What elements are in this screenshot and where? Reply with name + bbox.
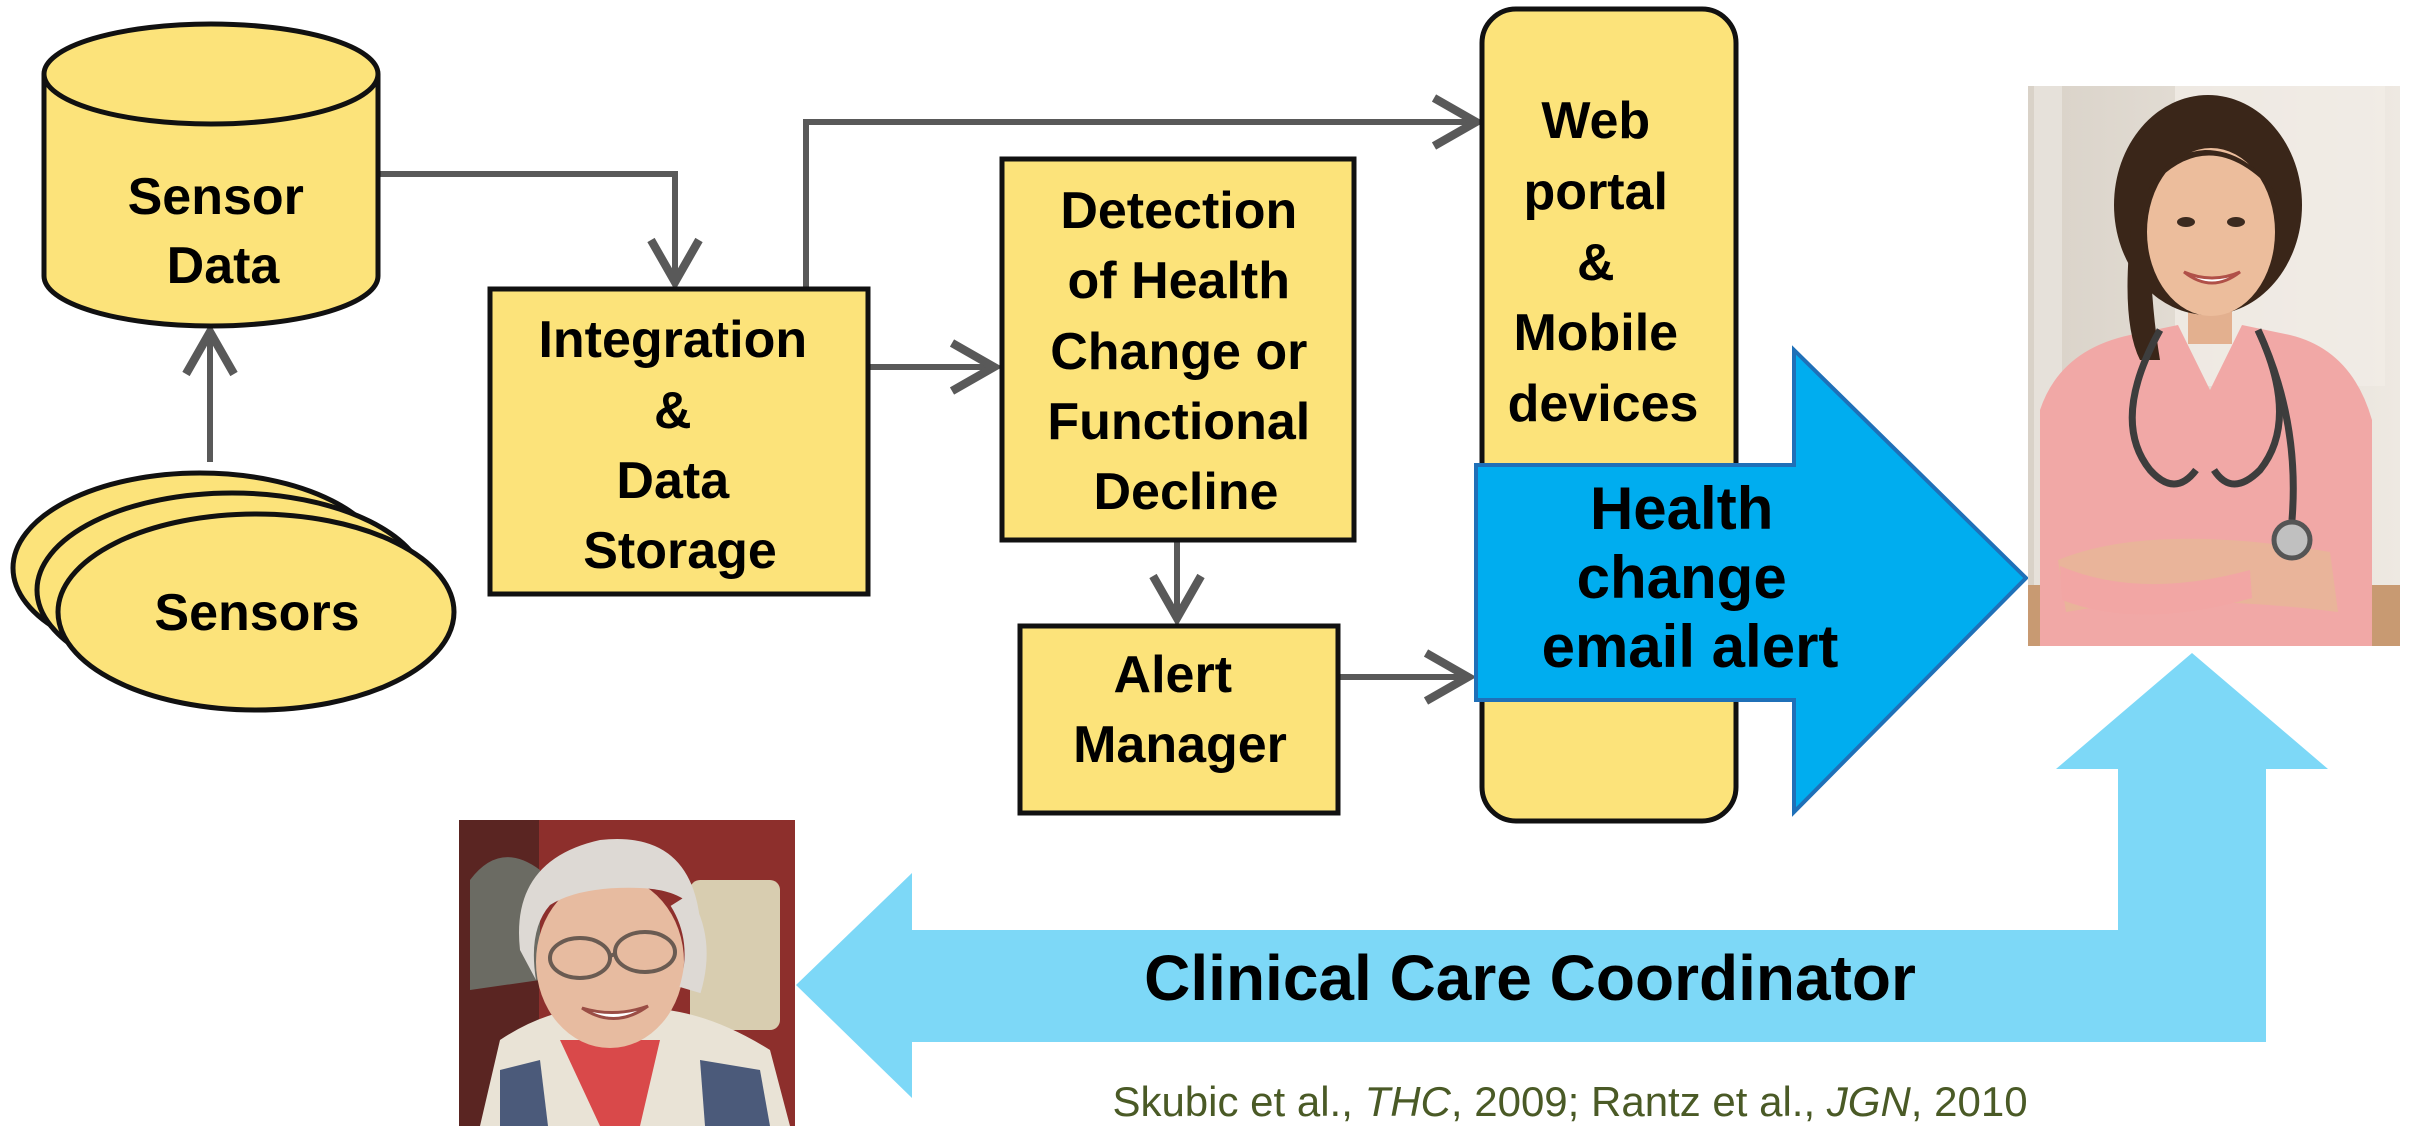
detection-label-line-1: Detection (1060, 182, 1297, 240)
svg-text:Integration & Data: Integration & Data Storage (538, 311, 821, 580)
integration-label-line-4: Storage (583, 522, 777, 580)
svg-text:Sensor Data: Sensor Data (128, 168, 319, 295)
arrow-sensor-data-to-integration (378, 171, 703, 291)
integration-label-line-3: Data (616, 452, 730, 510)
integration-label-line-2: & (654, 382, 692, 440)
svg-text:Web portal &: Web portal & Mobile devices (1508, 92, 1699, 433)
web-portal-label-line-4: Mobile (1513, 304, 1678, 362)
clinical-care-coordinator-arrow: Clinical Care Coordinator (796, 653, 2328, 1098)
integration-box: Integration & Data Storage (487, 286, 871, 597)
resident-photo (459, 820, 795, 1126)
detection-label-line-5: Decline (1094, 463, 1279, 521)
svg-text:Detection of Health: Detection of Health Change or Functional… (1047, 182, 1324, 521)
alert-arrow-label-line-1: Health (1590, 475, 1773, 542)
alert-manager-label-line-2: Manager (1073, 716, 1287, 774)
sensor-data-label-line-2: Data (167, 237, 281, 295)
citation-journal-2: JGN (1826, 1078, 1911, 1125)
detection-label-line-4: Functional (1047, 393, 1310, 451)
clinician-photo (2028, 86, 2400, 646)
web-portal-label-line-3: & (1577, 234, 1615, 292)
web-portal-label-line-2: portal (1524, 163, 1668, 221)
detection-label-line-2: of Health (1068, 252, 1290, 310)
clinical-care-coordinator-label: Clinical Care Coordinator (1144, 942, 1916, 1014)
citation-authors-2: , 2009; Rantz et al., (1450, 1078, 1827, 1125)
connectors (182, 94, 1485, 705)
sensor-data-label-line-1: Sensor (128, 168, 304, 226)
integration-label-line-1: Integration (538, 311, 807, 369)
alert-arrow-label-line-3: email alert (1542, 613, 1839, 680)
web-portal-label-line-5: devices (1508, 375, 1699, 433)
detection-box: Detection of Health Change or Functional… (999, 156, 1357, 543)
citation-year-2: , 2010 (1910, 1078, 2028, 1125)
sensor-data-cylinder: Sensor Data (41, 21, 381, 329)
svg-text:Health change emai: Health change email alert (1542, 475, 1839, 680)
citation-journal-1: THC (1364, 1078, 1451, 1125)
citation-authors-1: Skubic et al., (1112, 1078, 1365, 1125)
citation: Skubic et al., THC, 2009; Rantz et al., … (940, 1078, 2200, 1126)
web-portal-label-line-1: Web (1541, 92, 1650, 150)
sensors-stack (10, 470, 457, 713)
sensors-label: Sensors (154, 584, 359, 642)
detection-label-line-3: Change or (1050, 323, 1307, 381)
svg-text:Alert Manager: Alert Manager (1073, 646, 1287, 774)
arrow-integration-to-web-portal (803, 94, 1485, 287)
alert-manager-box: Alert Manager (1017, 623, 1341, 816)
alert-manager-label-line-1: Alert (1114, 646, 1232, 704)
alert-arrow-label-line-2: change (1577, 544, 1787, 611)
health-change-alert-arrow: Health change email alert (1474, 345, 2029, 817)
